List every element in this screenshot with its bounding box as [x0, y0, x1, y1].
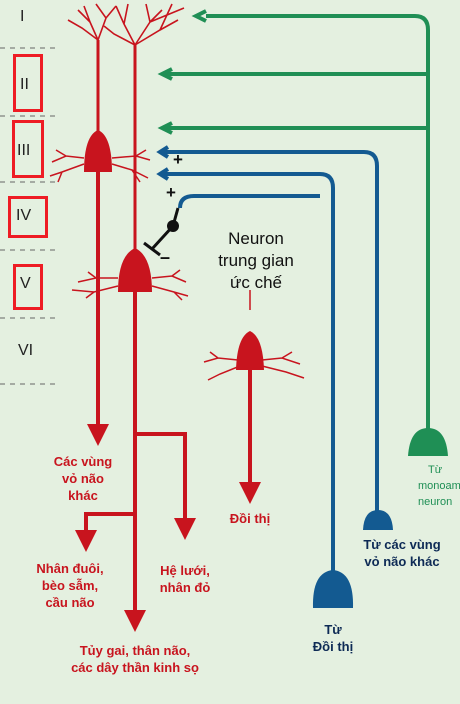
pyramidal-somata	[84, 130, 264, 370]
thalamic-neuron	[312, 570, 354, 608]
output-label-line: Tủy gai, thân não,	[79, 643, 191, 658]
output-label-line: vỏ não	[62, 471, 104, 486]
layer-label-v: V	[20, 275, 31, 292]
highlight-box-layer-iii	[12, 120, 44, 178]
input-label-line: vỏ não khác	[364, 554, 440, 569]
monoamine-neuron	[408, 428, 448, 456]
plus-sign-upper: +	[173, 150, 183, 169]
input-label-thalamus: Từ Đồi thị	[300, 621, 366, 655]
layer-label-vi: VI	[18, 342, 34, 359]
output-label-line: nhân đỏ	[159, 580, 211, 595]
monoamine-fibers	[157, 9, 430, 430]
layer-label-i: I	[20, 8, 25, 25]
input-label-line: neuron	[418, 496, 453, 508]
plus-sign-lower: +	[166, 183, 176, 202]
highlight-box-layer-iv	[8, 196, 48, 238]
highlight-box-layer-v	[13, 264, 43, 310]
thalamic-fibers	[156, 167, 335, 575]
input-label-line: Từ	[324, 622, 342, 637]
input-label-line: Đồi thị	[312, 639, 354, 654]
output-label-spinal: Tủy gai, thân não, các dây thần kinh sọ	[20, 642, 250, 676]
output-label-thalamus: Đồi thị	[215, 510, 285, 527]
output-label-line: Đồi thị	[229, 511, 271, 526]
layer-label-iii: III	[17, 142, 31, 159]
cortical-input-neuron	[363, 510, 393, 530]
output-label-line: các dây thần kinh sọ	[71, 660, 199, 675]
minus-sign: –	[160, 247, 171, 267]
interneuron-label: Neuron trung gian ức chế	[196, 228, 316, 294]
output-label-cortical: Các vùng vỏ não khác	[38, 453, 128, 504]
cortical-input-fiber	[156, 145, 379, 515]
output-label-reticular: Hệ lưới, nhân đỏ	[140, 562, 230, 596]
output-label-line: cầu não	[45, 595, 95, 610]
highlight-box-layer-ii	[13, 54, 43, 112]
output-label-line: khác	[68, 488, 98, 503]
interneuron-label-line: Neuron	[228, 229, 284, 248]
input-label-line: Từ	[428, 464, 443, 476]
input-label-cortical: Từ các vùng vỏ não khác	[352, 536, 452, 570]
output-arrowheads	[75, 424, 261, 632]
output-label-line: bèo sẫm,	[41, 578, 99, 593]
input-label-line: monoamine	[418, 480, 460, 492]
output-axons	[84, 172, 252, 612]
input-label-line: Từ các vùng	[363, 537, 441, 552]
layer-label-iv: IV	[16, 207, 32, 224]
pyramidal-neurons	[49, 3, 305, 381]
output-label-basal: Nhân đuôi, bèo sẫm, cầu não	[20, 560, 120, 611]
interneuron-label-line: trung gian	[218, 251, 294, 270]
interneuron-label-line: ức chế	[229, 273, 282, 292]
layer-label-ii: II	[20, 76, 29, 93]
output-label-line: Hệ lưới,	[160, 563, 210, 578]
output-label-line: Các vùng	[53, 454, 113, 469]
input-label-monoamine: Từ monoamine neuron	[418, 462, 460, 510]
interneuron-soma	[167, 220, 179, 232]
output-label-line: Nhân đuôi,	[36, 561, 104, 576]
